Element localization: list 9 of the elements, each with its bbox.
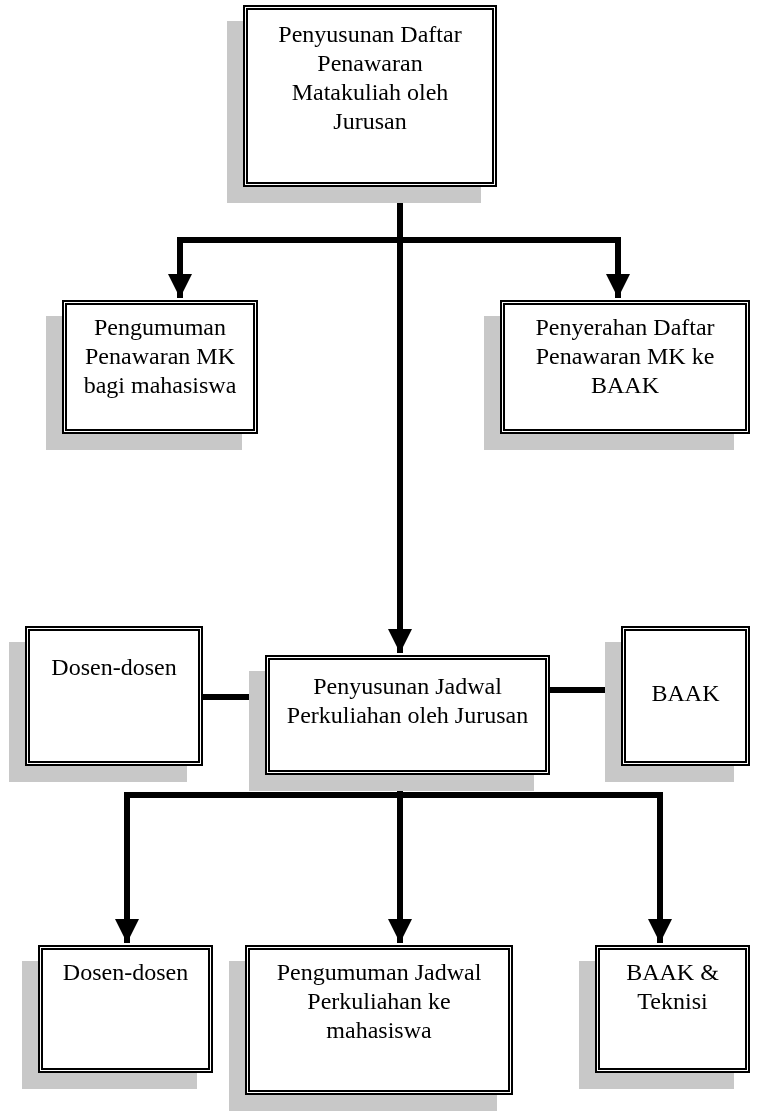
box-text: Dosen-dosen — [51, 653, 177, 682]
box-text: Penyusunan Jadwal Perkuliahan oleh Jurusan — [285, 672, 530, 730]
box-text: Penyusunan Daftar Penawaran Matakuliah oleh Jurusan — [277, 20, 463, 136]
box-text: Pengumuman Jadwal Perkuliahan ke mahasiswa — [275, 958, 483, 1045]
box-text: Pengumuman Penawaran MK bagi mahasiswa — [82, 313, 238, 400]
box-text: BAAK & Teknisi — [625, 958, 720, 1016]
box-text: Dosen-dosen — [62, 958, 189, 987]
box-text: BAAK — [651, 679, 720, 708]
box-text: Penyerahan Daftar Penawaran MK ke BAAK — [534, 313, 716, 400]
